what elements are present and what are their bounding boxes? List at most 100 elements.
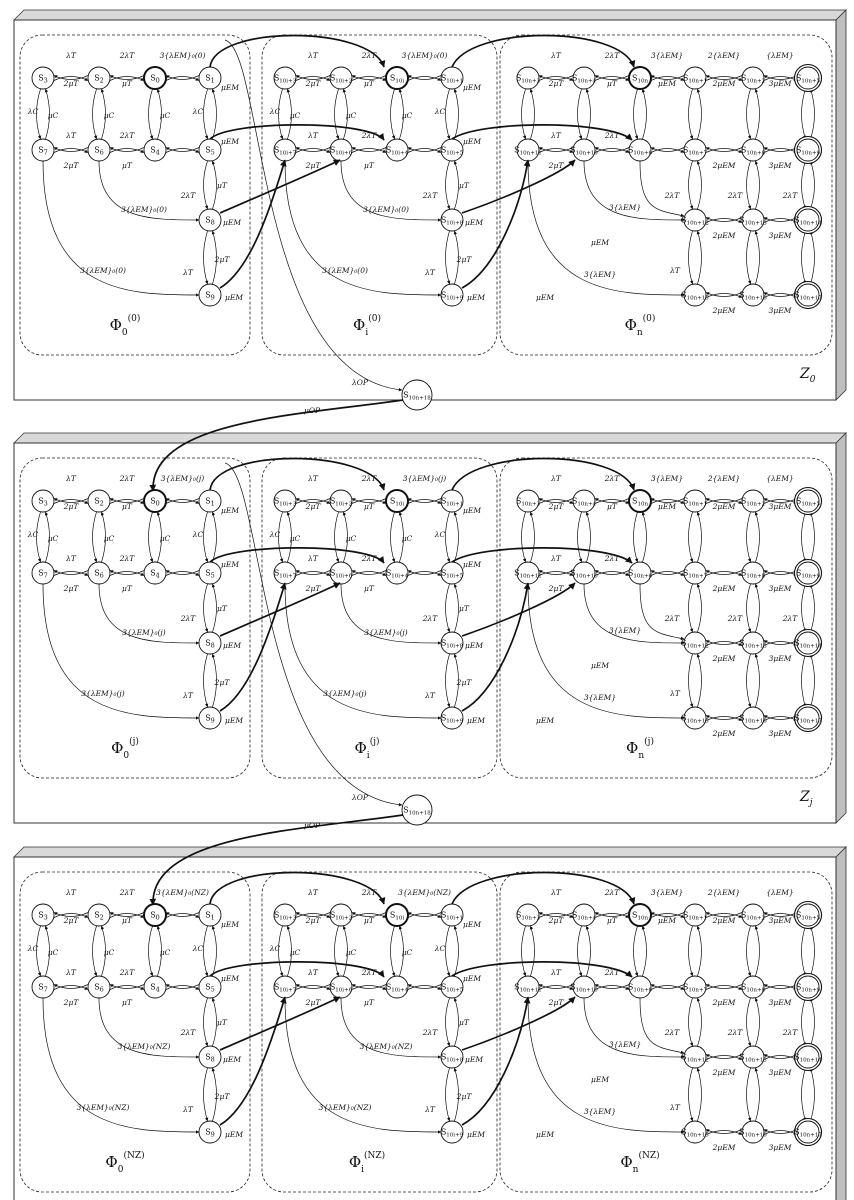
state-label: S10n+12 [681,216,709,227]
transition-edge [334,88,340,140]
transition-edge [445,88,451,140]
inter-group-edge [219,582,341,637]
inter-group-edge [219,159,287,289]
transition-edge [211,160,217,210]
transition-edge [44,925,50,977]
transition-edge [165,570,200,575]
state-circle [143,138,167,162]
transition-edge [696,583,702,633]
state-label: S10n+15 [681,1128,709,1139]
state-label: S10n+17 [794,1128,822,1139]
rate-label: μT [607,916,618,925]
transition-edge [295,571,331,576]
state-label: S10n+11 [514,146,542,157]
state-node: S7 [31,561,55,585]
state-circle [796,631,820,655]
transition-edge [203,925,209,977]
state-circle [741,1120,765,1144]
rate-label: 3μEM [769,1068,792,1077]
rate-label: λT [550,474,562,483]
panel-side-face [835,846,847,1200]
rate-label: 2λT [422,614,439,623]
inter-group-edge [209,871,386,905]
inter-group-edge [461,996,576,1051]
transition-edge [44,88,50,140]
transition-edge [754,511,760,563]
state-node: S4 [143,561,167,585]
transition-edge [53,570,89,575]
state-circle [440,283,464,307]
state-label: S7 [38,146,48,157]
transition-edge [688,925,694,977]
group-label: Φi(NZ) [349,1150,385,1175]
rate-label: 3μEM [769,654,792,663]
rate-label: 3{λEM} [609,1040,641,1049]
rate-label: 2{λEM} [707,51,740,60]
inter-group-edge [451,124,633,141]
subsystem-group-box [261,457,498,779]
state-circle [31,66,55,90]
state-label: S10i+9 [441,1128,464,1139]
state-node: S10n+14 [793,628,822,658]
state-circle [683,66,707,90]
transition-edge [109,148,145,153]
group-label: Φi(0) [353,313,381,338]
state-label: S4 [150,983,160,994]
transition-edge [529,88,535,140]
state-node: S10i+2 [329,66,353,90]
rate-label: 2μT [63,79,80,88]
transition-edge [746,230,752,285]
inter-group-edge [209,457,386,491]
rate-label: μEM [221,137,239,146]
rate-label: 2μEM [712,1068,736,1077]
rate-label: μEM [463,560,481,569]
state-circle [741,975,765,999]
rate-label: 2λT [180,614,197,623]
state-node: S8 [198,1045,222,1069]
transition-edge [109,570,145,575]
state-node: S10n+15 [681,706,709,730]
transition-edge [453,88,459,140]
transition-edge [650,147,685,152]
transition-edge [284,160,442,297]
state-label: S10n+9 [796,569,821,580]
transition-edge [754,583,760,633]
rate-label: μEM [591,1075,609,1084]
rate-label: μC [104,534,115,543]
state-label: S1 [205,911,215,922]
rate-label: μEM [465,218,483,227]
transition-edge [696,925,702,977]
rate-label: 2λT [119,474,136,483]
transition-edge [407,499,442,504]
transition-edge [754,230,760,285]
transition-edge [351,570,387,575]
transition-edge [705,148,743,153]
transition-edge [705,498,743,503]
rate-label: 3{λEM} [651,474,683,483]
rate-label: 3{λEM}₀(0) [402,51,448,60]
transition-edge [53,913,89,918]
rate-label: λC [27,107,39,116]
state-label: S10i [390,911,404,922]
transition-edge [705,292,743,297]
transition-edge [639,583,685,641]
state-node: S10n+13 [739,631,767,655]
rate-label: μC [48,111,59,120]
rate-label: λT [182,1105,194,1114]
transition-edge [521,925,527,977]
state-node: S10i+7 [273,975,297,999]
state-label: S10n+17 [794,291,822,302]
state-node: S10i [385,66,409,90]
state-node: S10i+3 [273,66,297,90]
rate-label: μC [160,111,171,120]
transition-edge [705,912,743,917]
transition-edge [594,148,630,153]
rate-label: 2μEM [712,502,736,511]
state-label: S3 [38,911,48,922]
transition-edge [340,160,442,222]
state-node: S10n+9 [793,135,823,165]
rate-label: λC [27,944,39,953]
state-node: S10n+3 [516,66,541,90]
